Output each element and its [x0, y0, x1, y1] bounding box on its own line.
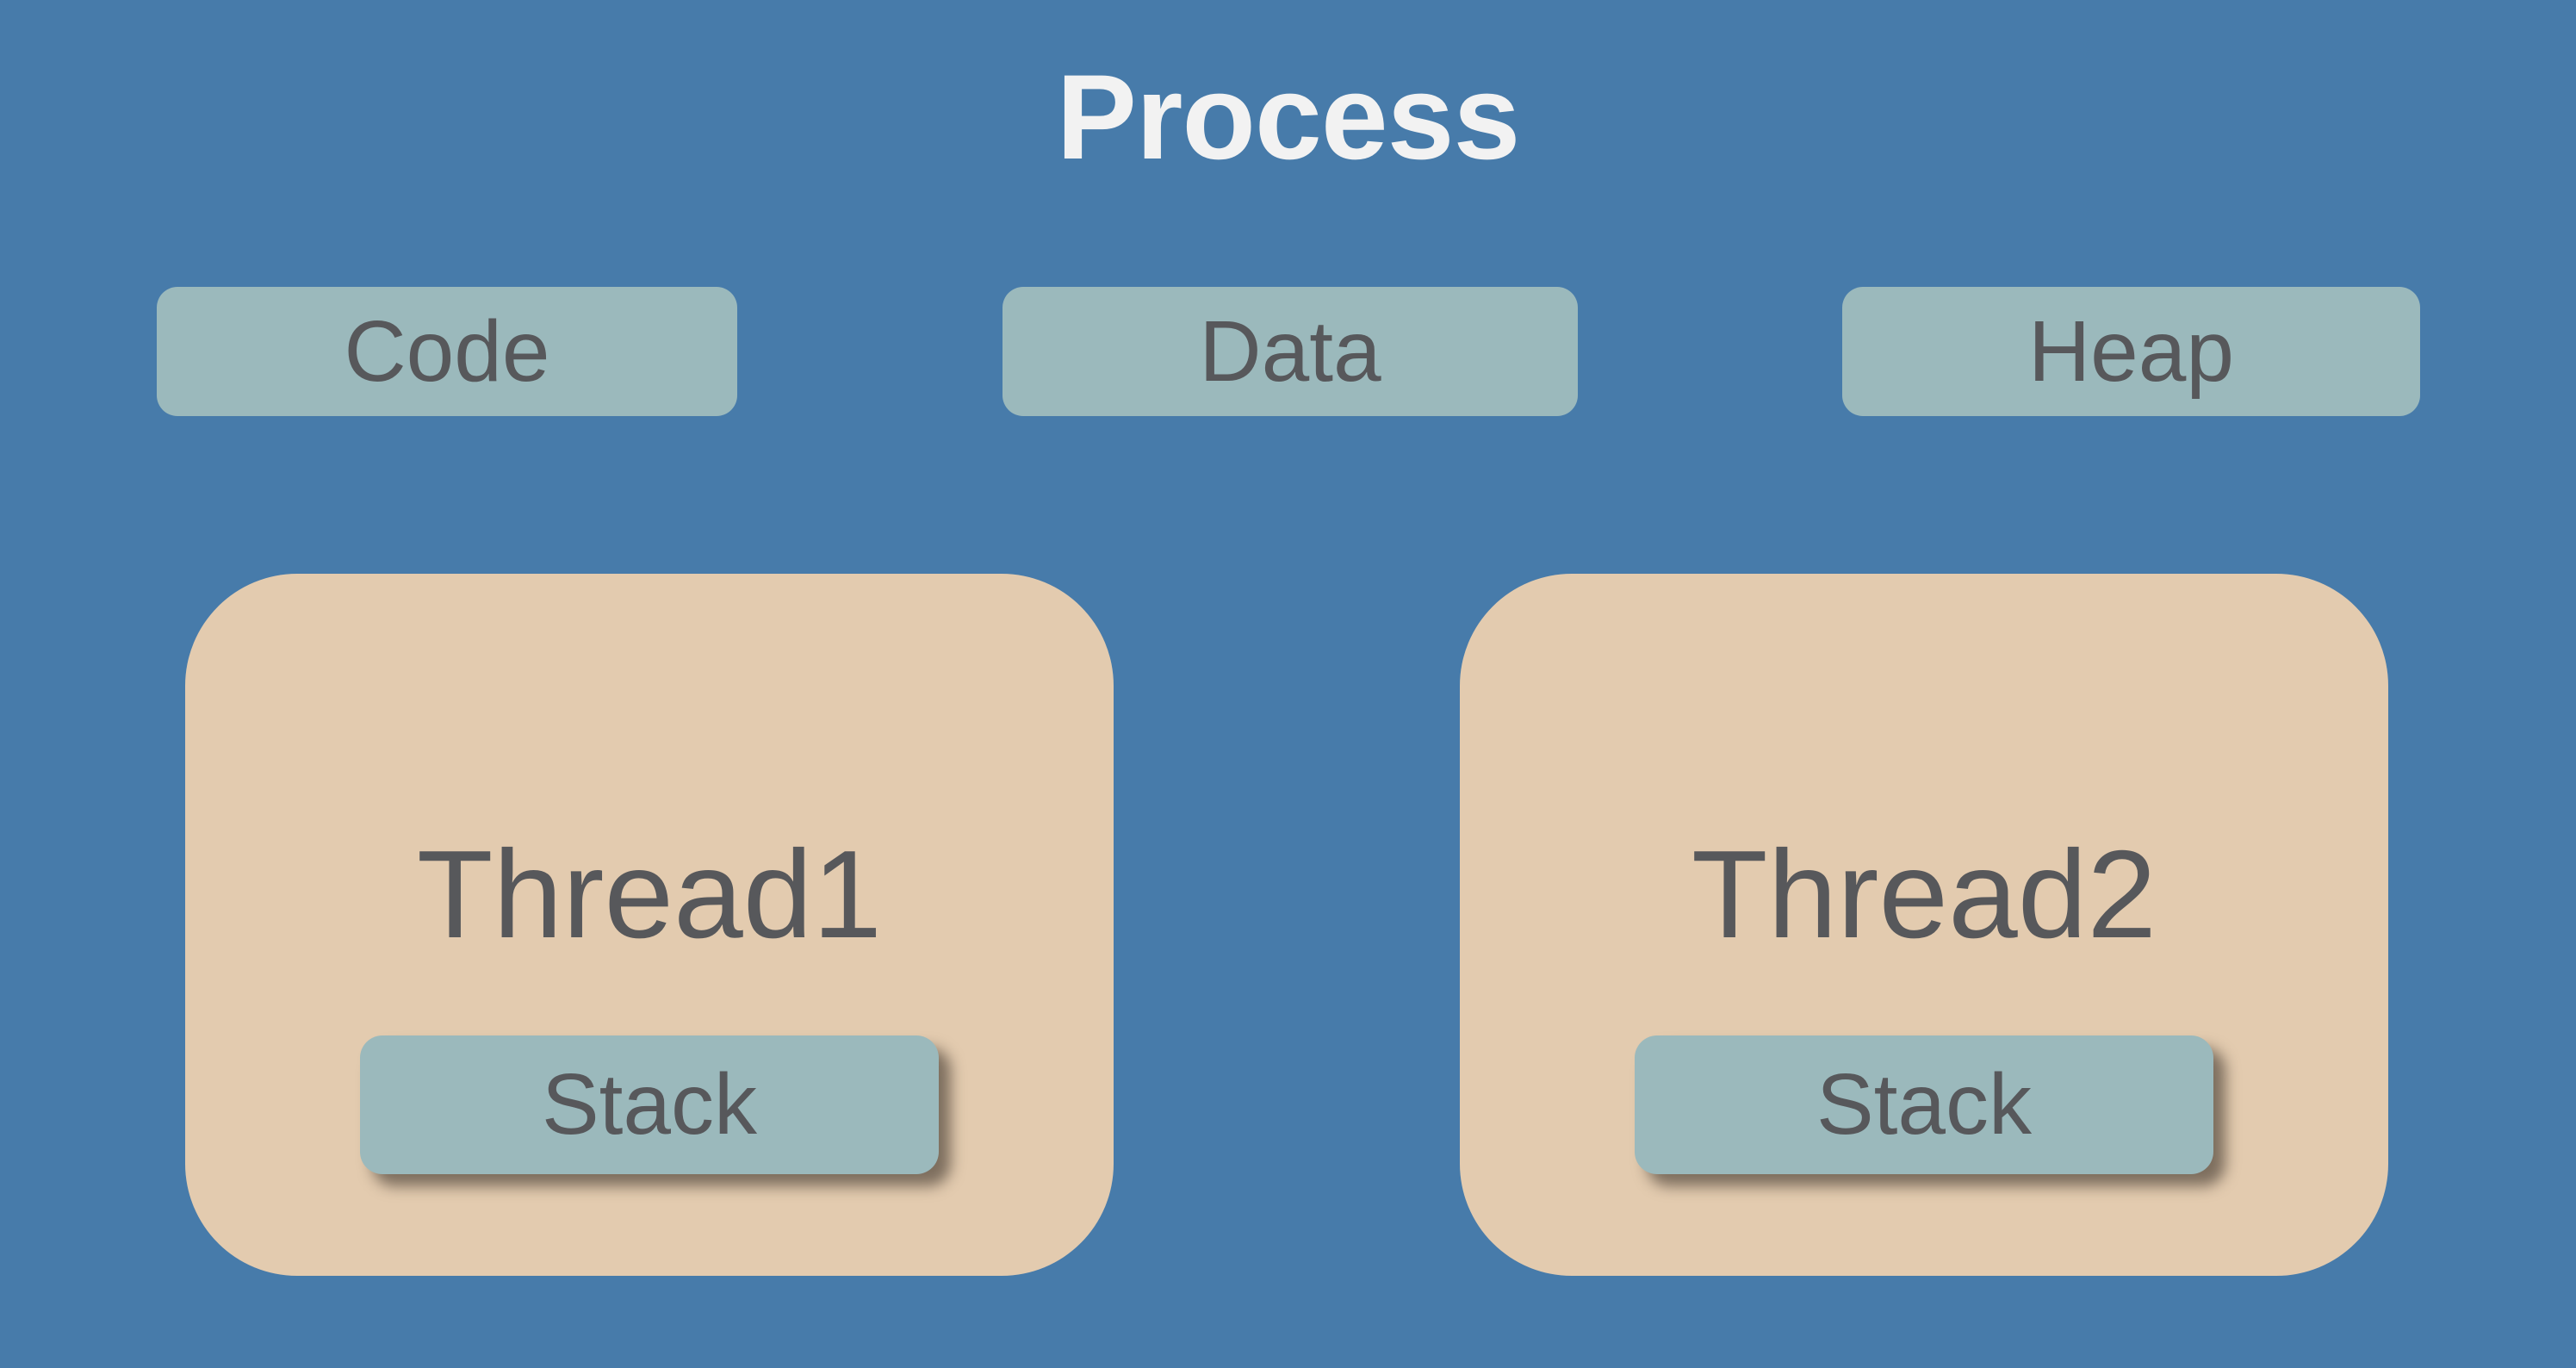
thread1-stack-label: Stack: [541, 1056, 758, 1153]
code-box: Code: [157, 287, 737, 416]
process-title: Process: [1056, 49, 1521, 184]
code-label: Code: [344, 302, 550, 400]
data-label: Data: [1199, 302, 1381, 400]
thread1-label: Thread1: [416, 824, 883, 964]
data-box: Data: [1002, 287, 1578, 416]
thread1-box: Thread1 Stack: [185, 574, 1114, 1276]
thread2-label: Thread2: [1691, 824, 2157, 964]
heap-label: Heap: [2027, 302, 2235, 400]
thread2-stack-box: Stack: [1635, 1035, 2213, 1174]
thread2-box: Thread2 Stack: [1460, 574, 2388, 1276]
heap-box: Heap: [1842, 287, 2420, 416]
thread1-stack-box: Stack: [360, 1035, 939, 1174]
thread2-stack-label: Stack: [1816, 1056, 2033, 1153]
